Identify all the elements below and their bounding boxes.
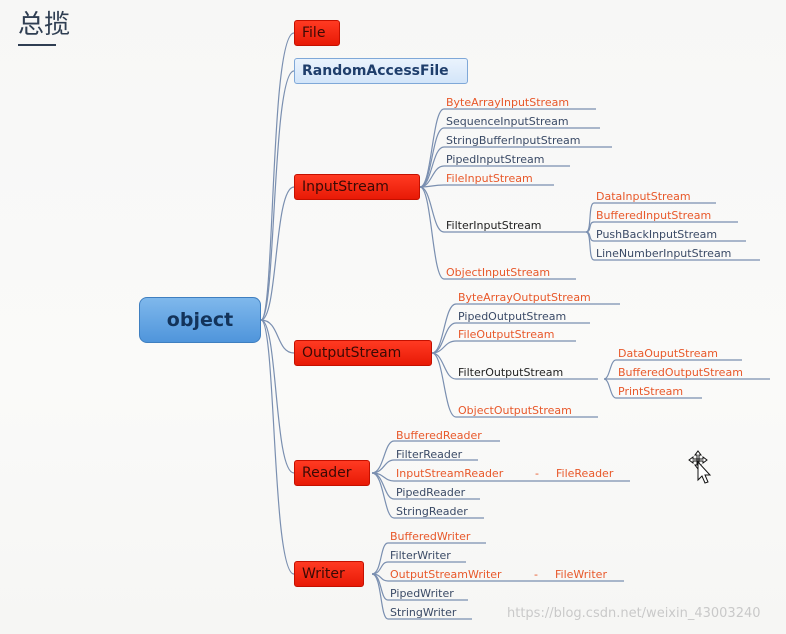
leaf-objectinputstream[interactable]: ObjectInputStream: [446, 266, 551, 279]
leaf-outputstreamwriter[interactable]: OutputStreamWriter: [390, 568, 502, 581]
link-root-file: [260, 32, 295, 321]
root-object-node[interactable]: object: [139, 297, 261, 343]
branch-file[interactable]: File: [294, 20, 340, 46]
leaf-bytearrayinputstream[interactable]: ByteArrayInputStream: [446, 96, 570, 109]
branch-writer[interactable]: Writer: [294, 561, 364, 587]
leaf-filewriter[interactable]: FileWriter: [555, 568, 607, 581]
leaf-printstream[interactable]: PrintStream: [618, 385, 684, 398]
leaf-filereader[interactable]: FileReader: [556, 467, 614, 480]
branch-randomaccessfile[interactable]: RandomAccessFile: [294, 58, 468, 84]
leaf-pipedinputstream[interactable]: PipedInputStream: [446, 153, 545, 166]
watermark: https://blog.csdn.net/weixin_43003240: [507, 606, 761, 621]
leaf-writer-dash: -: [534, 568, 538, 581]
move-cursor-icon: [688, 450, 712, 484]
leaf-dataouputstream[interactable]: DataOuputStream: [618, 347, 718, 360]
leaf-datainputstream[interactable]: DataInputStream: [596, 190, 691, 203]
leaf-stringwriter[interactable]: StringWriter: [390, 606, 457, 619]
branch-outputstream[interactable]: OutputStream: [294, 340, 432, 366]
leaf-bufferedinputstream[interactable]: BufferedInputStream: [596, 209, 712, 222]
leaf-stringbufferinputstream[interactable]: StringBufferInputStream: [446, 134, 581, 147]
branch-reader[interactable]: Reader: [294, 460, 370, 486]
leaf-pipedreader[interactable]: PipedReader: [396, 486, 466, 499]
leaf-stringreader[interactable]: StringReader: [396, 505, 468, 518]
leaf-fileinputstream[interactable]: FileInputStream: [446, 172, 533, 185]
leaf-pipedoutputstream[interactable]: PipedOutputStream: [458, 310, 567, 323]
link-root-raf: [260, 70, 295, 321]
leaf-filterreader[interactable]: FilterReader: [396, 448, 463, 461]
branch-inputstream[interactable]: InputStream: [294, 174, 420, 200]
link-root-writer: [260, 319, 295, 575]
link-root-reader: [260, 319, 295, 474]
leaf-inputstreamreader[interactable]: InputStreamReader: [396, 467, 504, 480]
leaf-bufferedoutputstream[interactable]: BufferedOutputStream: [618, 366, 743, 379]
leaf-pipedwriter[interactable]: PipedWriter: [390, 587, 454, 600]
leaf-filterwriter[interactable]: FilterWriter: [390, 549, 451, 562]
link-root-inputstream: [260, 186, 295, 321]
leaf-filterinputstream[interactable]: FilterInputStream: [446, 219, 542, 232]
title-underline: [18, 44, 56, 46]
leaf-filteroutputstream[interactable]: FilterOutputStream: [458, 366, 564, 379]
link-root-outputstream: [260, 319, 295, 354]
leaf-objectoutputstream[interactable]: ObjectOutputStream: [458, 404, 572, 417]
page-title: 总揽: [18, 10, 71, 40]
leaf-reader-dash: -: [535, 467, 539, 480]
leaf-bufferedwriter[interactable]: BufferedWriter: [390, 530, 471, 543]
leaf-fileoutputstream[interactable]: FileOutputStream: [458, 328, 555, 341]
leaf-linenumberinputstream[interactable]: LineNumberInputStream: [596, 247, 732, 260]
leaf-bufferedreader[interactable]: BufferedReader: [396, 429, 482, 442]
leaf-bytearrayoutputstream[interactable]: ByteArrayOutputStream: [458, 291, 591, 304]
leaf-pushbackinputstream[interactable]: PushBackInputStream: [596, 228, 718, 241]
leaf-sequenceinputstream[interactable]: SequenceInputStream: [446, 115, 569, 128]
